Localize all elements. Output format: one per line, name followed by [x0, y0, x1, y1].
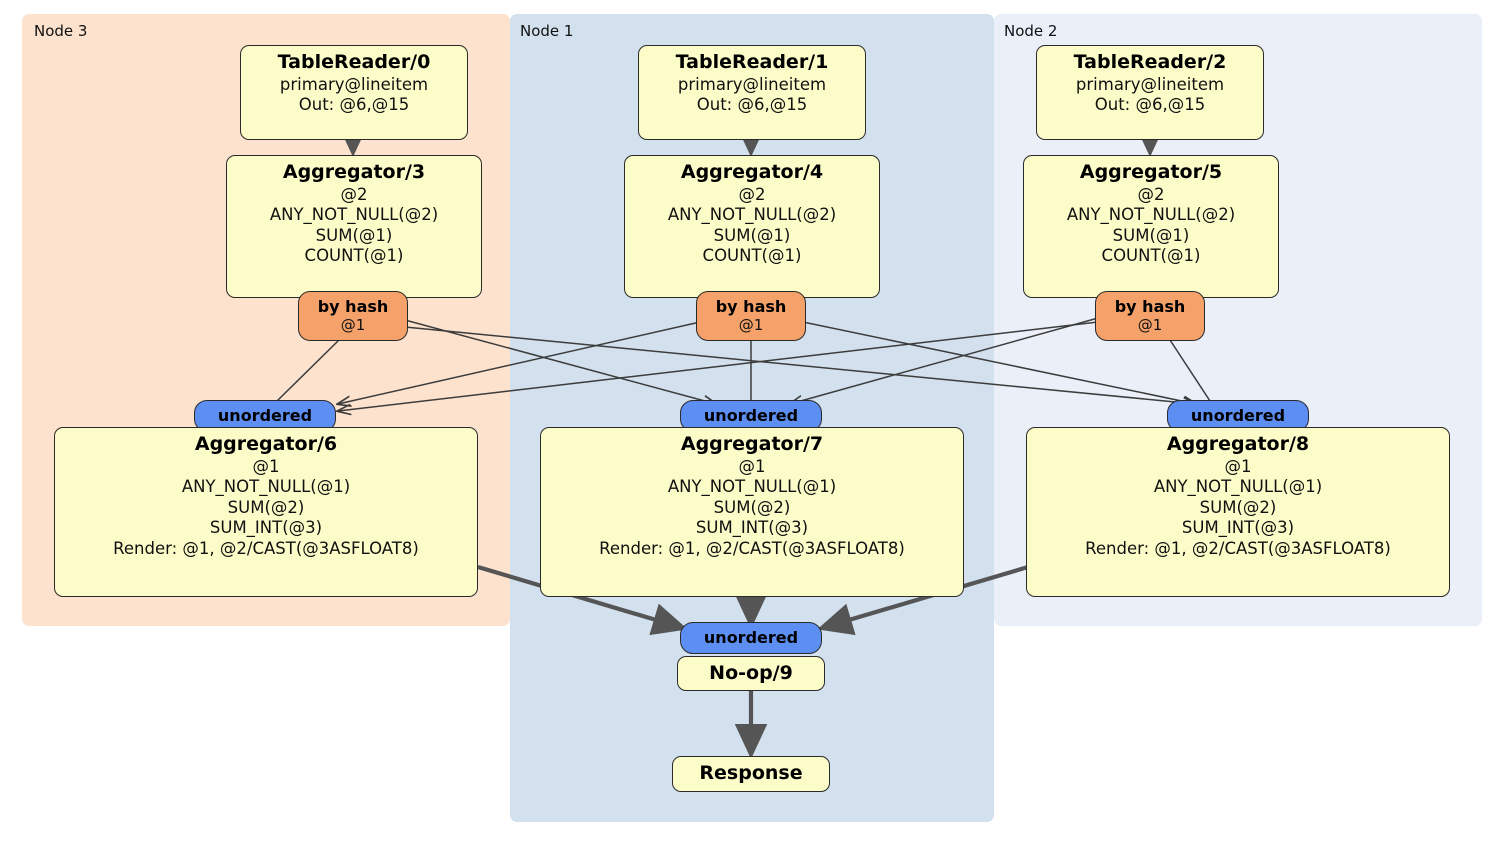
processor-line: SUM(@1) — [713, 225, 791, 245]
router-by-hash-3[interactable]: by hash @1 — [298, 291, 408, 341]
processor-title: No-op/9 — [709, 661, 793, 684]
node-panel-label-node2: Node 2 — [1004, 22, 1058, 40]
stream-unordered-9[interactable]: unordered — [680, 622, 822, 654]
router-sublabel: @1 — [340, 315, 366, 334]
processor-title: Aggregator/8 — [1166, 433, 1310, 455]
stream-label: unordered — [703, 627, 799, 647]
processor-box-noop9[interactable]: No-op/9 — [677, 656, 825, 691]
processor-title: Aggregator/6 — [194, 433, 338, 455]
processor-box-aggregator8[interactable]: Aggregator/8 @1 ANY_NOT_NULL(@1) SUM(@2)… — [1026, 427, 1450, 597]
router-sublabel: @1 — [1137, 315, 1163, 334]
processor-line: SUM(@2) — [1199, 497, 1277, 517]
stream-label: unordered — [1190, 405, 1286, 425]
processor-line: SUM(@1) — [315, 225, 393, 245]
processor-box-tablereader2[interactable]: TableReader/2 primary@lineitem Out: @6,@… — [1036, 45, 1264, 140]
processor-line: ANY_NOT_NULL(@1) — [181, 477, 351, 497]
processor-line: primary@lineitem — [677, 74, 827, 94]
router-sublabel: @1 — [738, 315, 764, 334]
processor-line: Render: @1, @2/CAST(@3ASFLOAT8) — [113, 538, 419, 558]
processor-line: Out: @6,@15 — [696, 95, 808, 115]
router-label: by hash — [715, 297, 787, 317]
router-label: by hash — [1114, 297, 1186, 317]
processor-line: COUNT(@1) — [1101, 246, 1201, 266]
processor-line: @2 — [340, 184, 368, 204]
processor-line: ANY_NOT_NULL(@1) — [667, 477, 837, 497]
processor-line: COUNT(@1) — [702, 246, 802, 266]
processor-line: Out: @6,@15 — [298, 95, 410, 115]
processor-line: SUM_INT(@3) — [1181, 518, 1295, 538]
processor-title: Aggregator/7 — [680, 433, 824, 455]
processor-box-tablereader1[interactable]: TableReader/1 primary@lineitem Out: @6,@… — [638, 45, 866, 140]
processor-box-aggregator6[interactable]: Aggregator/6 @1 ANY_NOT_NULL(@1) SUM(@2)… — [54, 427, 478, 597]
processor-box-tablereader0[interactable]: TableReader/0 primary@lineitem Out: @6,@… — [240, 45, 468, 140]
processor-title: TableReader/2 — [1073, 51, 1227, 73]
processor-box-aggregator4[interactable]: Aggregator/4 @2 ANY_NOT_NULL(@2) SUM(@1)… — [624, 155, 880, 298]
processor-title: TableReader/0 — [277, 51, 431, 73]
processor-line: SUM_INT(@3) — [209, 518, 323, 538]
processor-line: Out: @6,@15 — [1094, 95, 1206, 115]
stream-unordered-7[interactable]: unordered — [680, 400, 822, 432]
processor-title: Aggregator/5 — [1079, 161, 1223, 183]
node-panel-label-node1: Node 1 — [520, 22, 574, 40]
processor-line: @1 — [252, 456, 280, 476]
processor-line: ANY_NOT_NULL(@1) — [1153, 477, 1323, 497]
processor-box-aggregator5[interactable]: Aggregator/5 @2 ANY_NOT_NULL(@2) SUM(@1)… — [1023, 155, 1279, 298]
processor-box-aggregator7[interactable]: Aggregator/7 @1 ANY_NOT_NULL(@1) SUM(@2)… — [540, 427, 964, 597]
processor-box-aggregator3[interactable]: Aggregator/3 @2 ANY_NOT_NULL(@2) SUM(@1)… — [226, 155, 482, 298]
processor-line: Render: @1, @2/CAST(@3ASFLOAT8) — [599, 538, 905, 558]
processor-line: COUNT(@1) — [304, 246, 404, 266]
processor-line: @2 — [1137, 184, 1165, 204]
processor-line: Render: @1, @2/CAST(@3ASFLOAT8) — [1085, 538, 1391, 558]
processor-line: ANY_NOT_NULL(@2) — [269, 205, 439, 225]
processor-line: @1 — [738, 456, 766, 476]
processor-title: Aggregator/4 — [680, 161, 824, 183]
router-label: by hash — [317, 297, 389, 317]
processor-line: primary@lineitem — [279, 74, 429, 94]
router-by-hash-4[interactable]: by hash @1 — [696, 291, 806, 341]
processor-line: primary@lineitem — [1075, 74, 1225, 94]
processor-line: ANY_NOT_NULL(@2) — [1066, 205, 1236, 225]
router-by-hash-5[interactable]: by hash @1 — [1095, 291, 1205, 341]
processor-line: SUM_INT(@3) — [695, 518, 809, 538]
stream-label: unordered — [217, 405, 313, 425]
processor-line: @2 — [738, 184, 766, 204]
processor-line: SUM(@2) — [227, 497, 305, 517]
processor-line: ANY_NOT_NULL(@2) — [667, 205, 837, 225]
processor-line: SUM(@1) — [1112, 225, 1190, 245]
processor-title: Response — [699, 762, 803, 785]
processor-title: TableReader/1 — [675, 51, 829, 73]
processor-line: SUM(@2) — [713, 497, 791, 517]
processor-box-response[interactable]: Response — [672, 756, 830, 792]
stream-label: unordered — [703, 405, 799, 425]
node-panel-label-node3: Node 3 — [34, 22, 88, 40]
processor-title: Aggregator/3 — [282, 161, 426, 183]
processor-line: @1 — [1224, 456, 1252, 476]
